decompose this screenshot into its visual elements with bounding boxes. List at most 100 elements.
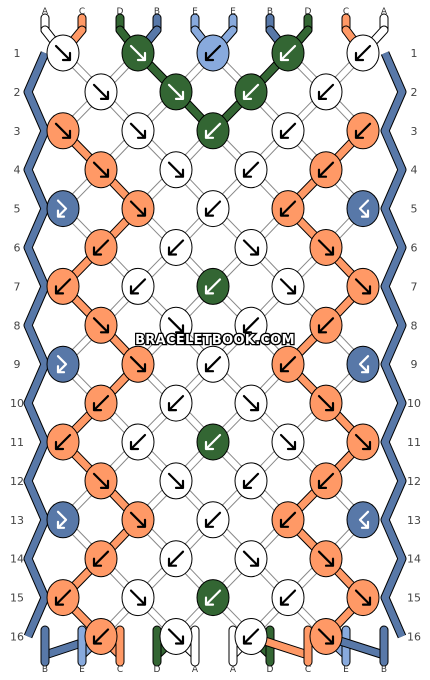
- knot-arrow: [204, 278, 222, 295]
- bottom-strand-label: E: [343, 665, 349, 675]
- knot-arrow: [358, 355, 370, 374]
- knot-arrow: [242, 239, 260, 256]
- row-number-right: 14: [407, 553, 421, 566]
- knot-arrow: [92, 395, 110, 412]
- edge-strand-right: [381, 51, 406, 638]
- bottom-strand-label: B: [42, 665, 48, 675]
- row-number-left: 11: [10, 436, 24, 449]
- knot-arrow: [279, 433, 297, 451]
- knot-arrow: [242, 550, 260, 567]
- knot-arrow: [56, 199, 68, 218]
- row-number-left: 14: [10, 553, 24, 566]
- knot-arrow: [92, 161, 110, 178]
- knot-arrow: [54, 44, 72, 62]
- row-number-left: 3: [14, 125, 21, 138]
- knot-arrow: [92, 550, 110, 567]
- knot-arrow: [279, 44, 297, 62]
- knot-arrow: [204, 433, 222, 451]
- knot-arrow: [92, 83, 110, 100]
- knot-arrow: [54, 589, 72, 606]
- knot-arrow: [279, 200, 297, 217]
- knot-arrow: [54, 433, 72, 451]
- bottom-strand-label: C: [305, 665, 311, 675]
- knot-arrow: [317, 239, 335, 256]
- knot-arrow: [279, 511, 297, 528]
- knot-arrow: [354, 589, 372, 606]
- row-number-right: 12: [407, 475, 421, 488]
- row-number-right: 8: [411, 319, 418, 332]
- top-strand-label: B: [154, 7, 160, 17]
- top-strand-label: C: [343, 7, 349, 17]
- knot-arrow: [129, 433, 147, 451]
- knot-arrow: [167, 628, 185, 645]
- knot-arrow: [204, 589, 222, 606]
- knot-arrow: [242, 161, 260, 178]
- top-strand-label: A: [381, 7, 388, 17]
- knot-arrow: [242, 628, 260, 645]
- bottom-strand-label: A: [230, 665, 237, 675]
- knot-arrow: [167, 395, 185, 412]
- row-number-left: 15: [10, 592, 24, 605]
- knot-arrow: [129, 122, 147, 139]
- knot-arrow: [242, 317, 260, 334]
- top-strand-label: E: [230, 7, 236, 17]
- knot: [346, 501, 380, 539]
- top-strand-label: E: [192, 7, 198, 17]
- knot-arrow: [204, 44, 222, 62]
- knot-arrow: [358, 510, 370, 529]
- knot-arrow: [129, 511, 147, 528]
- knot-arrow: [56, 510, 68, 529]
- knot-arrow: [279, 356, 297, 373]
- knot-arrow: [56, 355, 68, 374]
- row-number-right: 11: [407, 436, 421, 449]
- knot-arrow: [317, 395, 335, 412]
- knot-arrow: [317, 472, 335, 489]
- knot-arrow: [167, 83, 185, 100]
- row-number-right: 9: [411, 358, 418, 371]
- knot-arrow: [354, 122, 372, 139]
- knot-arrow: [129, 44, 147, 62]
- knot-arrow: [279, 122, 297, 139]
- knot-arrow: [242, 395, 260, 412]
- knot-arrow: [317, 550, 335, 567]
- row-number-left: 6: [14, 242, 21, 255]
- top-strand-label: B: [267, 7, 273, 17]
- row-number-left: 1: [14, 47, 21, 60]
- knot-arrow: [129, 278, 147, 295]
- row-number-right: 5: [411, 203, 418, 216]
- row-number-right: 4: [411, 164, 418, 177]
- top-strand-label: A: [42, 7, 49, 17]
- knot-arrow: [204, 200, 222, 217]
- top-strand-label: C: [79, 7, 85, 17]
- knot-grid: [46, 34, 380, 655]
- row-number-right: 16: [407, 631, 421, 644]
- knot-arrow: [204, 356, 222, 373]
- knot-arrow: [167, 239, 185, 256]
- edge-strand-left: [24, 51, 49, 638]
- knot-arrow: [92, 317, 110, 334]
- bottom-strand-label: D: [267, 665, 274, 675]
- knot-arrow: [54, 278, 72, 295]
- knot-arrow: [167, 317, 185, 334]
- knot-arrow: [354, 433, 372, 451]
- knot-arrow: [167, 550, 185, 567]
- bottom-strand-label: E: [79, 665, 85, 675]
- row-number-left: 9: [14, 358, 21, 371]
- bottom-strand-label: B: [381, 665, 387, 675]
- knot-arrow: [129, 200, 147, 217]
- knot-arrow: [129, 589, 147, 606]
- top-strand-label: D: [117, 7, 124, 17]
- knot-arrow: [317, 317, 335, 334]
- row-number-right: 7: [411, 280, 418, 293]
- knot-arrow: [358, 199, 370, 218]
- row-number-left: 2: [14, 86, 21, 99]
- knot-arrow: [54, 122, 72, 139]
- knot-arrow: [167, 161, 185, 178]
- row-number-left: 5: [14, 203, 21, 216]
- row-number-left: 12: [10, 475, 24, 488]
- knot-arrow: [317, 628, 335, 645]
- knot-arrow: [279, 589, 297, 606]
- knot-arrow: [129, 356, 147, 373]
- knot-arrow: [279, 278, 297, 295]
- knot-arrow: [204, 511, 222, 528]
